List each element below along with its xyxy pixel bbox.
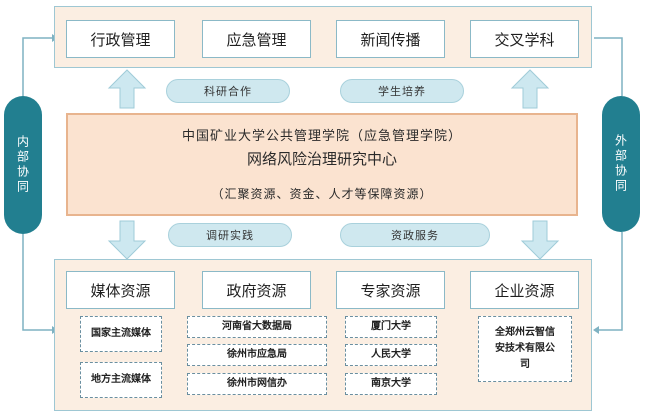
- media-item-local: 地方主流媒体: [80, 362, 162, 398]
- right-connector-arrowhead: [593, 326, 599, 334]
- up-arrow-right: [510, 69, 550, 109]
- domain-box-journalism: 新闻传播: [336, 20, 445, 58]
- expert-item-xiamen: 厦门大学: [345, 316, 437, 338]
- government-item-henan: 河南省大数据局: [187, 316, 327, 338]
- center-box: 中国矿业大学公共管理学院（应急管理学院） 网络风险治理研究中心 （汇聚资源、资金…: [66, 113, 578, 216]
- side-external-collaboration: 外部协同: [602, 96, 640, 232]
- government-item-xuzhou-emergency: 徐州市应急局: [187, 344, 327, 366]
- down-arrow-left: [107, 220, 147, 260]
- pill-student-training: 学生培养: [340, 79, 464, 103]
- media-item-national: 国家主流媒体: [80, 316, 162, 352]
- pill-field-research: 调研实践: [168, 223, 292, 247]
- enterprise-item: 全郑州云智信安技术有限公司: [478, 316, 572, 382]
- center-subtitle: （汇聚资源、资金、人才等保障资源）: [211, 187, 433, 201]
- expert-item-renmin: 人民大学: [345, 344, 437, 366]
- resource-title-media: 媒体资源: [66, 271, 175, 309]
- up-arrow-left: [107, 69, 147, 109]
- right-connector: [594, 37, 623, 331]
- resource-title-enterprise: 企业资源: [470, 271, 579, 309]
- domain-box-emergency: 应急管理: [202, 20, 311, 58]
- down-arrow-right: [520, 220, 560, 260]
- center-title: 网络风险治理研究中心: [246, 150, 397, 168]
- resource-title-experts: 专家资源: [336, 271, 445, 309]
- resource-title-government: 政府资源: [202, 271, 311, 309]
- pill-research-cooperation: 科研合作: [166, 79, 290, 103]
- left-connector: [22, 37, 52, 331]
- government-item-xuzhou-cac: 徐州市网信办: [187, 373, 327, 395]
- center-institution: 中国矿业大学公共管理学院（应急管理学院）: [181, 129, 462, 144]
- side-internal-collaboration: 内部协同: [4, 96, 42, 234]
- expert-item-nanjing: 南京大学: [345, 373, 437, 395]
- domain-box-admin: 行政管理: [66, 20, 175, 58]
- domain-box-interdisciplinary: 交叉学科: [470, 20, 579, 58]
- pill-policy-service: 资政服务: [340, 223, 490, 247]
